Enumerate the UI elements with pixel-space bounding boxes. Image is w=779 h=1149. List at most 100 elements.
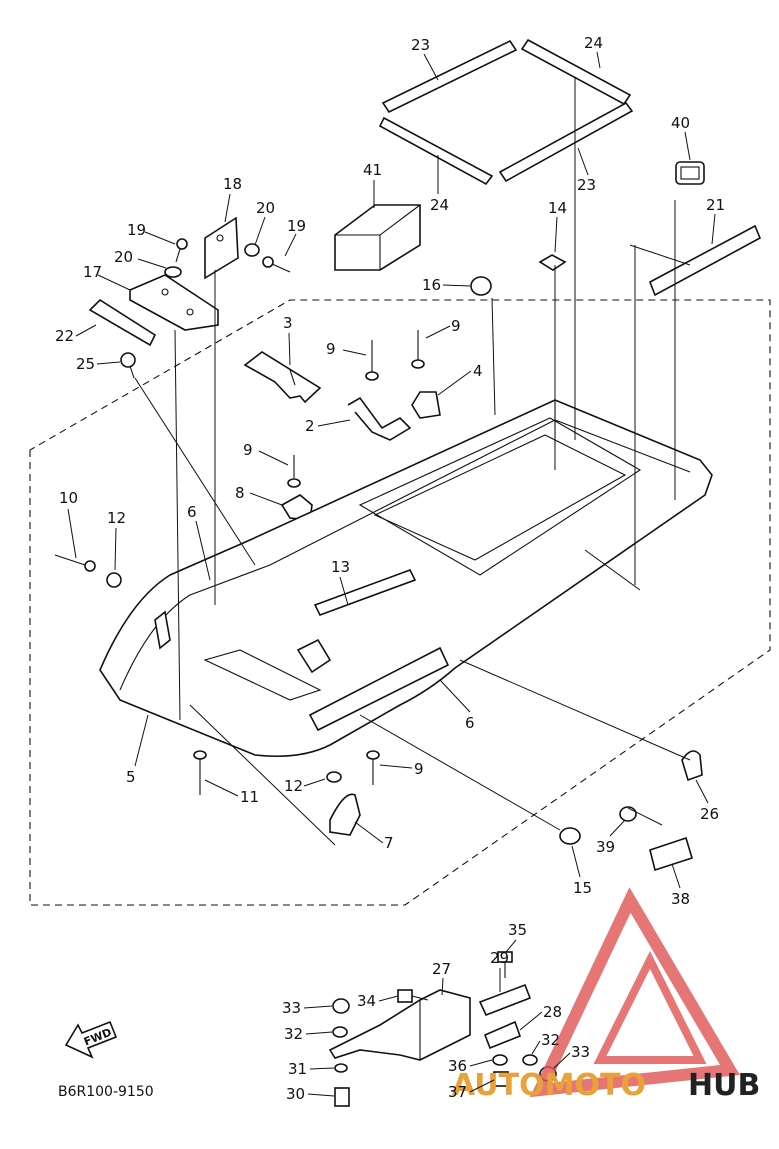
callout-32-left: 32 (284, 1025, 303, 1043)
pad-24-upper (520, 38, 632, 106)
block-41 (334, 204, 421, 271)
callout-23-top: 23 (411, 36, 430, 54)
callout-2: 2 (305, 417, 315, 435)
fwd-arrow-icon: FWD (64, 1020, 118, 1059)
callout-30: 30 (286, 1085, 305, 1103)
callout-19-left: 19 (127, 221, 146, 239)
callout-6-lower: 6 (465, 714, 475, 732)
callout-23-bottom: 23 (577, 176, 596, 194)
callout-37: 37 (448, 1083, 467, 1101)
bolt-30 (334, 1087, 350, 1107)
callout-39: 39 (596, 838, 615, 856)
bracket-2 (347, 396, 412, 441)
pad-23-lower (498, 101, 634, 183)
callout-19-right: 19 (287, 217, 306, 235)
plate-22 (88, 298, 157, 347)
rivet-9-d (366, 750, 380, 785)
drawing-code: B6R100-9150 (58, 1084, 154, 1100)
stopper-7 (329, 793, 361, 836)
callout-38: 38 (671, 890, 690, 908)
callout-5: 5 (126, 768, 136, 786)
callout-20-left: 20 (114, 248, 133, 266)
callout-12-left: 12 (107, 509, 126, 527)
callout-7: 7 (384, 834, 394, 852)
callout-31: 31 (288, 1060, 307, 1078)
rivet-10 (54, 554, 96, 572)
callout-34: 34 (357, 992, 376, 1010)
callout-11: 11 (240, 788, 259, 806)
callout-4: 4 (473, 362, 483, 380)
nut-33-left (332, 998, 350, 1014)
pad-14 (538, 254, 567, 271)
callout-29: 29 (490, 949, 509, 967)
reference-lines (134, 78, 691, 846)
strip-21 (648, 224, 762, 297)
cap-16 (470, 276, 492, 296)
pad-24-lower (378, 116, 494, 186)
frame-body (99, 399, 713, 758)
callout-40: 40 (671, 114, 690, 132)
bolt-19-left (175, 238, 188, 263)
callout-9-upper-right: 9 (451, 317, 461, 335)
rivet-9-c (287, 455, 301, 488)
callout-14: 14 (548, 199, 567, 217)
callout-33-left: 33 (282, 999, 301, 1017)
assembly-boundary (29, 299, 771, 906)
watermark-logo (530, 887, 740, 1098)
callout-28: 28 (543, 1003, 562, 1021)
watermark-text-main: AUTOMOTO (452, 1068, 646, 1103)
callout-8: 8 (235, 484, 245, 502)
callout-22: 22 (55, 327, 74, 345)
callout-3: 3 (283, 314, 293, 332)
clip-26 (681, 750, 703, 782)
callout-18: 18 (223, 175, 242, 193)
plate-18 (204, 216, 239, 280)
collar-36 (492, 1054, 508, 1066)
rivet-11 (193, 750, 207, 795)
callout-41: 41 (363, 161, 382, 179)
callout-26: 26 (700, 805, 719, 823)
callouts: 23 24 40 41 24 23 21 18 20 19 19 20 14 1… (55, 34, 725, 1103)
callout-24-bottom: 24 (430, 196, 449, 214)
washer-20-left (164, 266, 182, 278)
bolt-25 (120, 352, 136, 379)
bracket-28 (483, 1020, 522, 1050)
callout-36: 36 (448, 1057, 467, 1075)
callout-9-upper-left: 9 (326, 340, 336, 358)
callout-16: 16 (422, 276, 441, 294)
washer-32-right (522, 1054, 538, 1066)
callout-10: 10 (59, 489, 78, 507)
washer-12-lower (326, 771, 342, 783)
washer-32-left (332, 1026, 348, 1038)
washer-31 (334, 1063, 348, 1073)
bolt-19-right (262, 256, 291, 273)
callout-21: 21 (706, 196, 725, 214)
callout-33-right: 33 (571, 1043, 590, 1061)
callout-32-right: 32 (541, 1031, 560, 1049)
clip-38 (649, 836, 693, 872)
bracket-4 (411, 391, 441, 419)
bracket-17 (129, 274, 219, 331)
callout-27: 27 (432, 960, 451, 978)
washer-12-left (106, 572, 122, 588)
rivet-9-b (411, 330, 425, 369)
link-29 (478, 983, 532, 1017)
callout-24-top: 24 (584, 34, 603, 52)
leader-lines (67, 51, 716, 1097)
callout-35: 35 (508, 921, 527, 939)
bolt-35 (497, 951, 513, 978)
cap-15 (559, 827, 581, 845)
fwd-label: FWD (82, 1026, 114, 1049)
callout-6-upper: 6 (187, 503, 197, 521)
nut-37 (493, 1071, 509, 1087)
callout-9-mid: 9 (243, 441, 253, 459)
rivet-9-a (365, 340, 379, 381)
nut-39 (619, 806, 637, 822)
callout-17: 17 (83, 263, 102, 281)
clip-40 (675, 161, 705, 185)
callout-12-lower: 12 (284, 777, 303, 795)
pad-23-upper (381, 39, 518, 114)
callout-15: 15 (573, 879, 592, 897)
